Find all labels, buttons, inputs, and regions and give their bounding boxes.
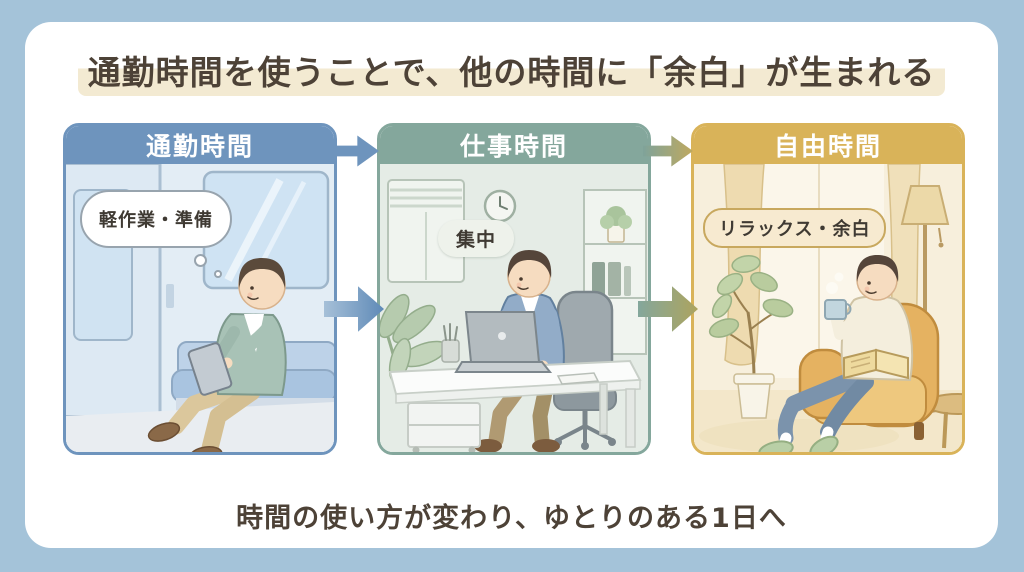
office-window <box>387 179 465 283</box>
office-scene-illustration <box>380 164 648 452</box>
arrow-work-to-free-mid-icon <box>638 286 698 332</box>
train-floor <box>66 402 334 452</box>
thought-dot-icon <box>194 254 207 267</box>
main-title: 通勤時間を使うことで、他の時間に「余白」が生まれる <box>25 46 998 96</box>
arrow-work-to-free-header-icon <box>643 135 693 167</box>
wall-clock-icon <box>483 189 517 223</box>
commute-thought-label: 軽作業・準備 <box>99 210 213 231</box>
rug <box>699 419 899 452</box>
mug-icon <box>824 272 852 320</box>
panel-commute-header: 通勤時間 <box>66 126 334 164</box>
panel-work: 仕事時間 <box>377 123 651 455</box>
footer-caption: 時間の使い方が変わり、ゆとりのある1日へ <box>236 503 787 534</box>
free-relax-badge: リラックス・余白 <box>703 208 887 248</box>
panel-free-header: 自由時間 <box>694 126 962 164</box>
panel-free-body: リラックス・余白 <box>694 164 962 452</box>
commute-thought-bubble: 軽作業・準備 <box>80 190 232 248</box>
commuter-figure <box>147 258 287 452</box>
panel-free: 自由時間 <box>691 123 965 455</box>
work-focus-label: 集中 <box>456 229 497 251</box>
content-card: 通勤時間を使うことで、他の時間に「余白」が生まれる 通勤時間 <box>25 22 998 548</box>
open-book-icon <box>843 348 909 380</box>
thought-dot-icon <box>214 270 222 278</box>
arrow-commute-to-work-header-icon <box>329 135 379 167</box>
work-focus-badge: 集中 <box>438 220 515 257</box>
relaxing-figure <box>758 255 914 452</box>
arrow-commute-to-work-mid-icon <box>324 286 384 332</box>
panel-commute-body: 軽作業・準備 <box>66 164 334 452</box>
office-desk <box>388 311 642 452</box>
panel-commute: 通勤時間 <box>63 123 337 455</box>
potted-plant <box>708 255 794 419</box>
panel-work-header: 仕事時間 <box>380 126 648 164</box>
panel-work-body: 集中 <box>380 164 648 452</box>
free-relax-label: リラックス・余白 <box>719 219 871 240</box>
